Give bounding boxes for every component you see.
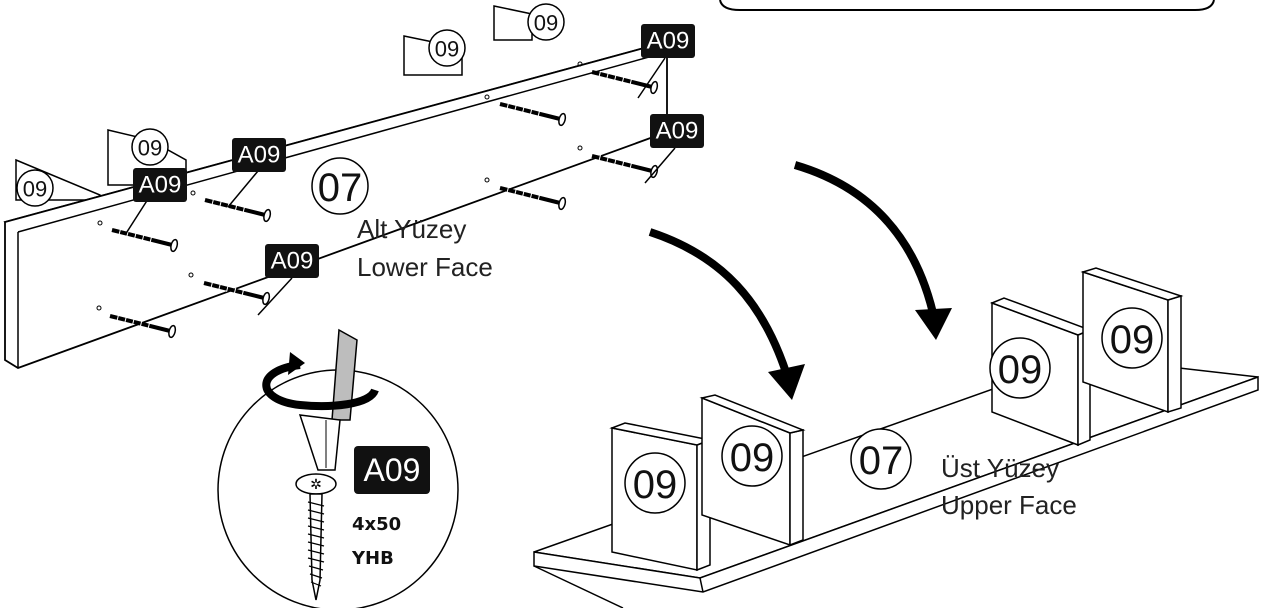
flip-arrow-icon [648, 228, 794, 387]
part-label-circle [311, 157, 369, 215]
screw-group [96, 61, 661, 341]
part-label-circle [989, 337, 1051, 399]
rotation-arrow-icon [262, 361, 379, 411]
text-label: A09 [271, 248, 314, 275]
text-label: A09 [238, 142, 281, 169]
flip-arrow-icon [793, 161, 939, 323]
upper-face-assembly: 09 09 09 09 07 Üst Yüzey Upper Face [533, 267, 1259, 608]
screw-tag [641, 24, 695, 58]
text-label: A09 [139, 172, 182, 199]
screw-tag [650, 114, 704, 148]
text-label: 07 [318, 166, 363, 210]
screw-tag [232, 138, 286, 172]
part-label-circle [428, 29, 466, 67]
text-label: 09 [998, 348, 1043, 392]
screw-tag [265, 244, 319, 278]
callout-box-edge [719, 0, 1215, 11]
upper-face-label-en: Upper Face [941, 490, 1077, 520]
screw-tag-large [354, 446, 430, 494]
text-label: A09 [647, 28, 690, 55]
lower-face-label-en: Lower Face [357, 252, 493, 282]
svg-text:✲: ✲ [310, 476, 322, 492]
upper-face-label-tr: Üst Yüzey [941, 453, 1059, 483]
screw-type: YHB [351, 548, 394, 569]
lower-face-assembly: A09 A09 A09 A09 A09 09 09 09 09 07 Alt Y… [3, 3, 704, 369]
text-label: 09 [1110, 318, 1155, 362]
part-label-circle [1101, 307, 1163, 369]
screw-size: 4x50 [352, 514, 401, 535]
text-label: 07 [859, 439, 904, 483]
part-label-circle [624, 452, 686, 514]
text-label: 09 [730, 436, 775, 480]
part-label-circle [721, 425, 783, 487]
part-label-circle [850, 428, 912, 490]
screw-detail: ✲ A09 4x50 YHB [217, 328, 459, 608]
text-label: 09 [138, 136, 162, 161]
part-label-circle [527, 3, 565, 41]
text-label: A09 [364, 452, 421, 488]
text-label: 09 [23, 177, 47, 202]
text-label: 09 [435, 37, 459, 62]
text-label: A09 [656, 118, 699, 145]
text-label: 09 [534, 11, 558, 36]
lower-face-label-tr: Alt Yüzey [357, 214, 466, 244]
text-label: 09 [633, 463, 678, 507]
divider-panel [493, 5, 533, 41]
part-label-circle [16, 169, 54, 207]
part-label-circle [131, 128, 169, 166]
screw-tag [133, 168, 187, 202]
